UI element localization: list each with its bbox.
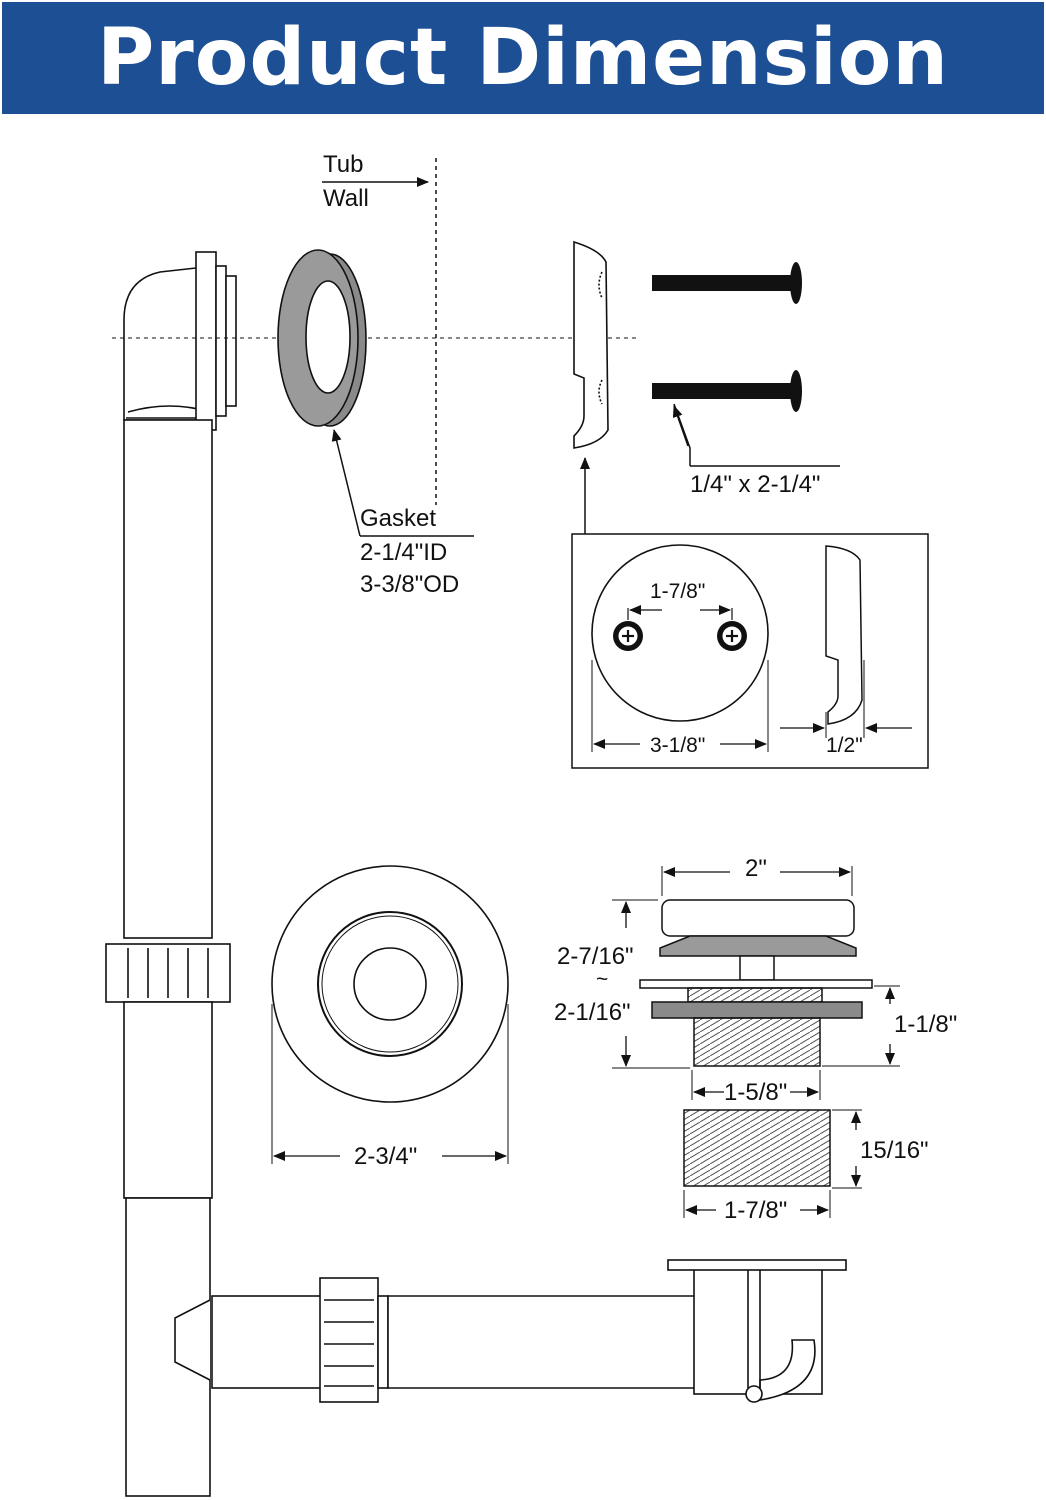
gasket-od-label: 3-3/8"OD bbox=[360, 571, 459, 598]
flange-diameter-label: 2-3/4" bbox=[354, 1143, 417, 1170]
bolts bbox=[652, 262, 802, 412]
faceplate-diameter-label: 3-1/8" bbox=[650, 734, 705, 757]
tub-wall-label-2: Wall bbox=[323, 185, 369, 212]
gasket-label: Gasket bbox=[360, 505, 436, 532]
overflow-tube-upper bbox=[123, 419, 213, 939]
tee-branch bbox=[174, 1299, 211, 1381]
bolt-upper bbox=[652, 275, 794, 291]
tub-wall-label-1: Tub bbox=[323, 151, 363, 178]
threaded-insert bbox=[683, 1109, 831, 1187]
gasket bbox=[277, 249, 367, 427]
overflow-tube-lower bbox=[123, 1001, 213, 1199]
screw-icon bbox=[717, 621, 747, 651]
faceplate-front bbox=[591, 544, 769, 722]
stopper-cap bbox=[661, 899, 855, 937]
faceplate-side-view bbox=[573, 240, 609, 449]
faceplate-depth-label: 1/2" bbox=[826, 734, 863, 757]
stopper-body bbox=[693, 1017, 821, 1067]
insert-diameter-label: 1-7/8" bbox=[724, 1197, 787, 1224]
overflow-pipe-assembly bbox=[105, 251, 237, 1497]
gasket-leader bbox=[331, 429, 361, 537]
stopper-height-min-label: 2-1/16" bbox=[554, 999, 631, 1026]
drain-flange-top-view bbox=[271, 865, 509, 1103]
body-thread-label: 1-5/8" bbox=[724, 1079, 787, 1106]
insert-height-label: 15/16" bbox=[860, 1137, 929, 1164]
stopper-tilde: ~ bbox=[596, 968, 608, 991]
page-title: Product Dimension bbox=[97, 13, 949, 103]
bolt-size-label: 1/4" x 2-1/4" bbox=[690, 471, 820, 498]
stopper-top-label: 2" bbox=[745, 855, 767, 882]
body-height-label: 1-1/8" bbox=[894, 1011, 957, 1038]
stopper-assembly bbox=[639, 899, 873, 1067]
screw-icon bbox=[613, 621, 643, 651]
bolt-lower bbox=[652, 383, 794, 399]
stopper-height-max-label: 2-7/16" bbox=[557, 943, 634, 970]
hole-spacing-label: 1-7/8" bbox=[650, 580, 705, 603]
gasket-id-label: 2-1/4"ID bbox=[360, 539, 447, 566]
overflow-slip-nut bbox=[105, 943, 231, 1003]
title-banner: Product Dimension bbox=[2, 2, 1044, 114]
faceplate-side-detail bbox=[825, 545, 863, 725]
overflow-flange bbox=[195, 251, 217, 431]
waste-slip-nut bbox=[319, 1277, 379, 1403]
drain-shoe-flange bbox=[667, 1259, 847, 1271]
stopper-gasket bbox=[651, 1001, 863, 1019]
waste-pipe-assembly bbox=[211, 1259, 847, 1403]
